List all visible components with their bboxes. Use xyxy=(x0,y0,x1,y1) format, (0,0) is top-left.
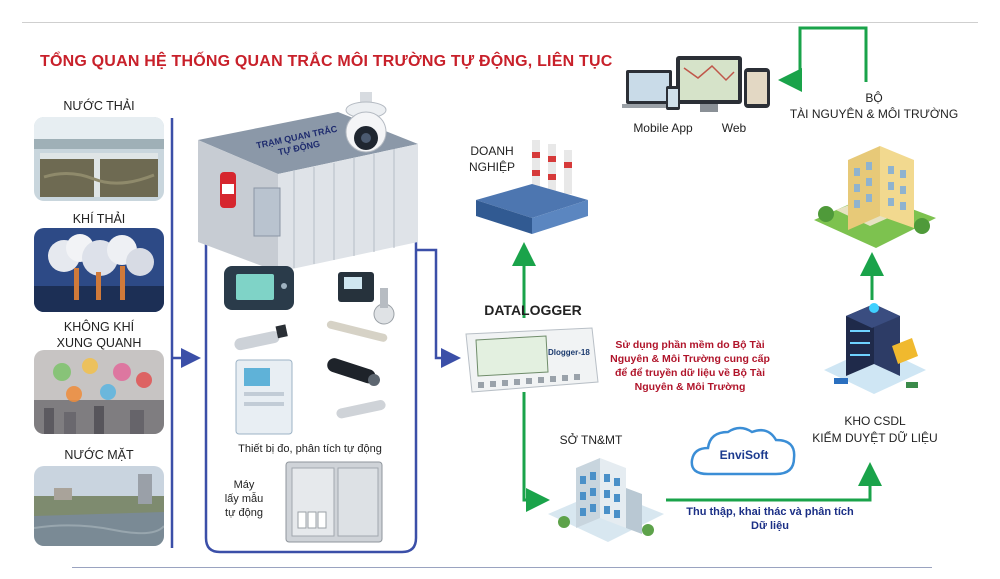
bottom-divider xyxy=(72,567,932,568)
emission-photo xyxy=(34,228,164,312)
analyzer-cabinet-icon xyxy=(234,358,294,436)
monitoring-station-building xyxy=(198,92,418,272)
department-label: SỞ TN&MT xyxy=(559,433,623,447)
probe-sensor-icon xyxy=(230,324,292,352)
turbidity-sensor-icon xyxy=(332,396,394,422)
page-title: TỔNG QUAN HỆ THỐNG QUAN TRẮC MÔI TRƯỜNG … xyxy=(40,53,613,70)
electrode-sensor-icon xyxy=(322,318,398,348)
source-label-ambient-air: KHÔNG KHÍ XUNG QUANH xyxy=(56,320,142,350)
datalogger-device xyxy=(460,324,600,396)
source-label-surface-water: NƯỚC MẶT xyxy=(64,448,134,462)
analyzer-device-icon xyxy=(222,264,296,312)
automatic-sampler-icon xyxy=(284,460,384,544)
envisoft-label: EnviSoft xyxy=(719,448,769,462)
mobile-app-label: Mobile App xyxy=(633,121,693,135)
surface-water-photo xyxy=(34,466,164,546)
source-label-wastewater: NƯỚC THẢI xyxy=(63,99,135,113)
envisoft-caption: Thu thập, khai thác và phân tích Dữ liệu xyxy=(686,506,854,532)
datalogger-screen-text: Dlogger-18 xyxy=(548,348,590,357)
envisoft-cloud-icon xyxy=(688,422,800,484)
ministry-label: BỘ TÀI NGUYÊN & MÔI TRƯỜNG xyxy=(789,91,959,121)
web-label: Web xyxy=(721,121,747,135)
apps-devices-icon xyxy=(622,48,774,116)
database-server-icon xyxy=(820,298,930,402)
enterprise-label: DOANH NGHIỆP xyxy=(468,144,515,174)
datalogger-label: DATALOGGER xyxy=(484,302,582,318)
ministry-building-icon xyxy=(810,126,940,254)
wastewater-photo xyxy=(34,117,164,201)
department-building-icon xyxy=(544,448,668,552)
software-note: Sử dụng phần mềm do Bộ Tài Nguyên & Môi … xyxy=(610,339,770,393)
cctv-camera-icon xyxy=(344,92,388,158)
sampler-label: Máy lấy mẫu tự động xyxy=(224,479,264,519)
database-label: KHO CSDL KIỂM DUYỆT DỮ LIỆU xyxy=(812,414,938,445)
factory-icon xyxy=(472,134,592,238)
sensor-controller-icon xyxy=(336,270,398,326)
top-divider xyxy=(22,22,978,23)
optical-sensor-icon xyxy=(322,354,384,390)
source-label-emission: KHÍ THẢI xyxy=(72,212,126,226)
ambient-air-photo xyxy=(34,350,164,434)
devices-label: Thiết bị đo, phân tích tự động xyxy=(238,443,382,455)
